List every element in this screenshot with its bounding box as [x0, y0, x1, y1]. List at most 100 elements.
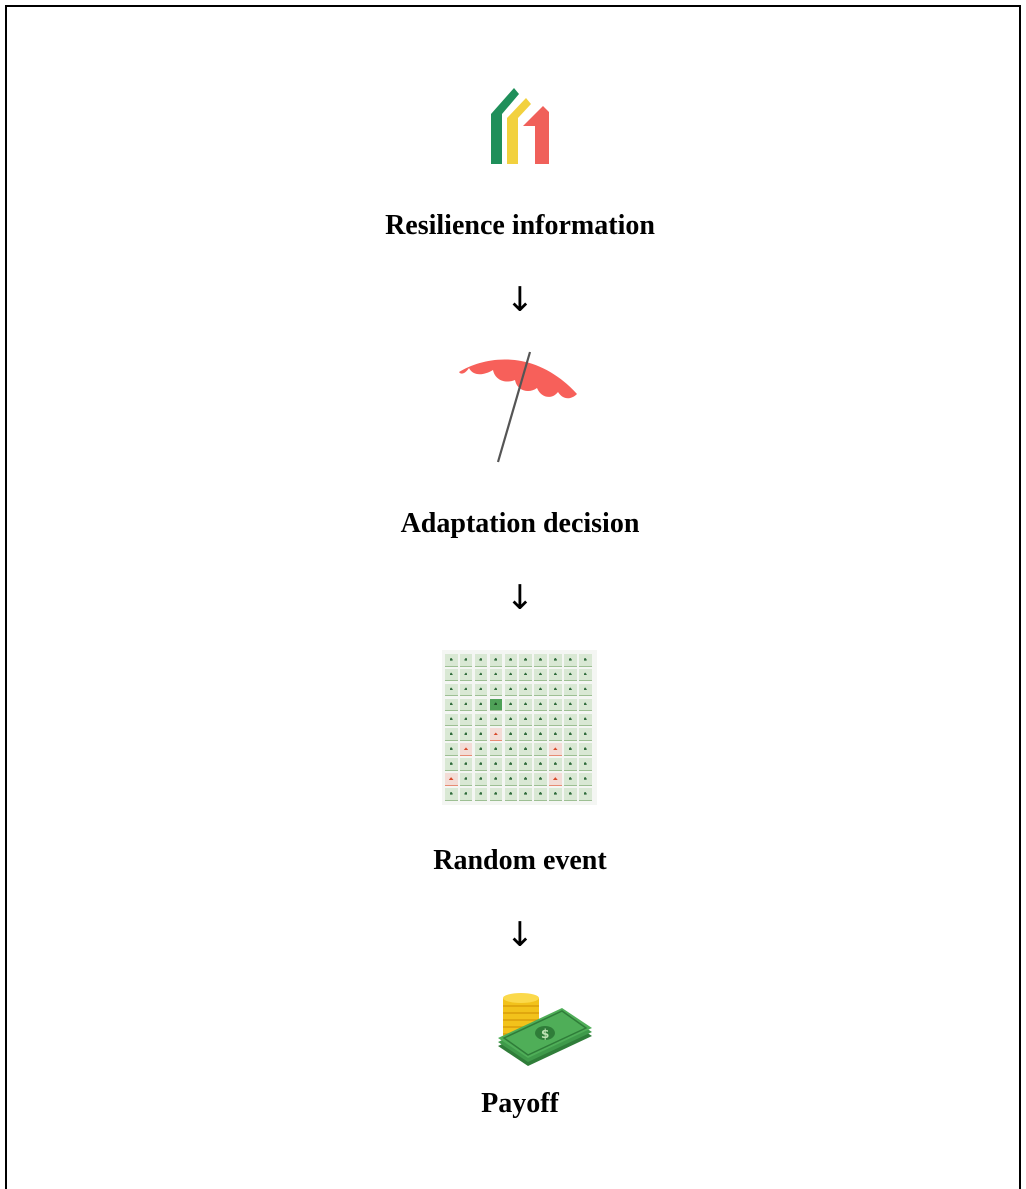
house-cell [445, 698, 458, 712]
house-cell [549, 788, 562, 801]
house-cell [519, 788, 533, 801]
house-cell [489, 758, 503, 771]
house-cell [564, 698, 577, 712]
house-cell-damaged [459, 743, 473, 756]
house-cell [504, 713, 518, 727]
house-cell [445, 713, 458, 727]
house-cell [579, 683, 592, 697]
house-cell [445, 758, 458, 771]
house-cell [564, 728, 577, 742]
house-cell [459, 683, 473, 697]
house-cell [504, 683, 518, 697]
house-cell [504, 668, 518, 682]
resilience-house-icon [491, 88, 549, 164]
house-cell [564, 773, 577, 786]
logo-red-bar [523, 106, 549, 164]
house-cell [504, 773, 518, 786]
house-cell [474, 758, 488, 771]
house-cell [579, 743, 592, 756]
step-label-random-event: Random event [433, 845, 607, 876]
house-cell [534, 668, 547, 682]
house-cell [534, 698, 547, 712]
house-cell [474, 668, 488, 682]
house-cell [564, 713, 577, 727]
umbrella-shaft [496, 351, 532, 463]
house-cell [564, 788, 577, 801]
house-cell [549, 698, 562, 712]
house-cell [445, 668, 458, 682]
house-cell [459, 654, 473, 667]
house-cell [459, 773, 473, 786]
house-cell [579, 788, 592, 801]
house-cell [504, 698, 518, 712]
house-cell [489, 668, 503, 682]
page-frame [5, 5, 1021, 1189]
house-cell [549, 758, 562, 771]
house-cell [519, 773, 533, 786]
house-cell [474, 654, 488, 667]
house-cell [445, 683, 458, 697]
house-cell [459, 758, 473, 771]
house-cell [504, 743, 518, 756]
house-cell [564, 758, 577, 771]
house-cell [474, 698, 488, 712]
house-cell [549, 713, 562, 727]
house-cell [489, 773, 503, 786]
step-label-resilience: Resilience information [385, 210, 655, 241]
house-cell [504, 728, 518, 742]
house-cell [504, 758, 518, 771]
house-cell [489, 713, 503, 727]
house-cell [474, 788, 488, 801]
house-cell [534, 788, 547, 801]
house-cell [489, 683, 503, 697]
house-cell [519, 654, 533, 667]
house-cell [519, 728, 533, 742]
house-cell [474, 713, 488, 727]
house-cell [445, 743, 458, 756]
house-cell-highlighted [489, 698, 503, 712]
house-cell [445, 654, 458, 667]
house-cell [474, 728, 488, 742]
house-cell [459, 698, 473, 712]
house-cell [474, 773, 488, 786]
flow-arrow: ↓ [505, 578, 535, 618]
house-cell [534, 654, 547, 667]
house-grid-icon [442, 650, 597, 805]
umbrella-icon [459, 351, 577, 463]
house-cell [519, 683, 533, 697]
house-cell [445, 788, 458, 801]
house-cell [534, 758, 547, 771]
house-cell [519, 698, 533, 712]
house-cell [504, 788, 518, 801]
house-cell [564, 683, 577, 697]
house-cell [579, 668, 592, 682]
house-cell [519, 743, 533, 756]
house-cell [534, 713, 547, 727]
house-cell-damaged [489, 728, 503, 742]
house-cell [474, 683, 488, 697]
house-cell [579, 758, 592, 771]
house-cell [579, 728, 592, 742]
money-icon: $ [498, 993, 592, 1066]
house-cell [519, 713, 533, 727]
house-cell [459, 668, 473, 682]
house-cell [549, 683, 562, 697]
house-cell [474, 743, 488, 756]
banknote-stack-icon: $ [498, 1008, 592, 1066]
flow-arrow: ↓ [505, 280, 535, 320]
house-cell [534, 773, 547, 786]
house-cell [579, 698, 592, 712]
house-cell [564, 654, 577, 667]
house-cell [519, 668, 533, 682]
house-cell-damaged [549, 773, 562, 786]
house-cell [549, 654, 562, 667]
house-cell-damaged [549, 743, 562, 756]
logo-green-bar [491, 88, 519, 164]
house-cell [534, 728, 547, 742]
house-cell [579, 773, 592, 786]
house-cell [579, 713, 592, 727]
logo-yellow-bar [507, 98, 531, 164]
house-grid [445, 654, 592, 801]
flow-arrow: ↓ [505, 915, 535, 955]
house-cell [489, 654, 503, 667]
